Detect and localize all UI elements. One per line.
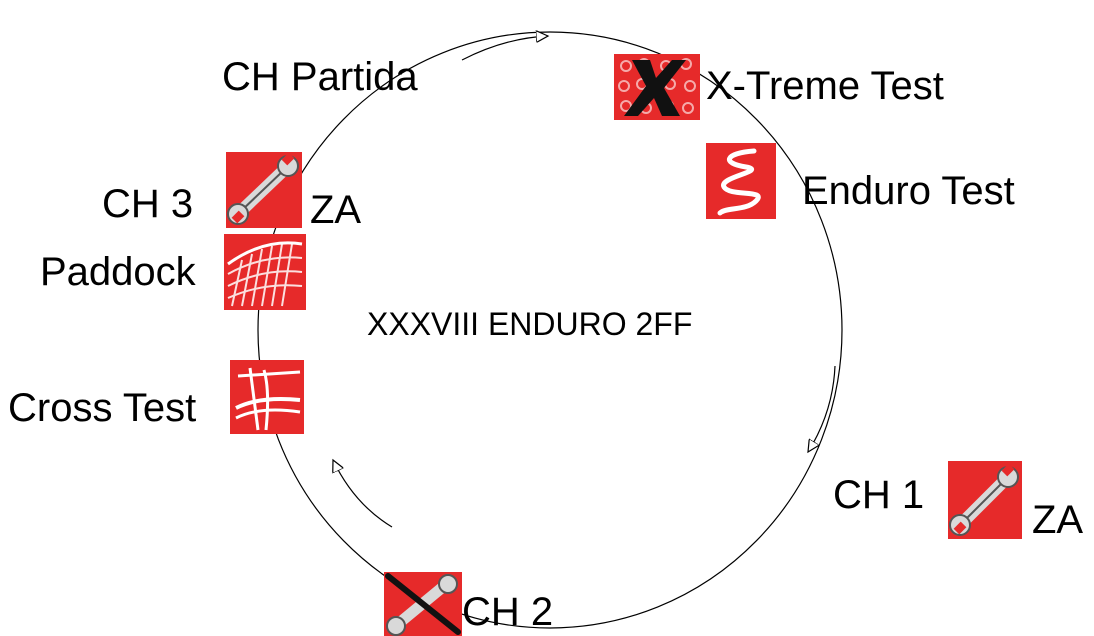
direction-arrow-right: [808, 365, 836, 452]
direction-arrow-top: [461, 36, 548, 61]
ch1-label: CH 1: [833, 473, 925, 517]
xtreme-test-label: X-Treme Test: [706, 64, 944, 108]
ch1-za-label: ZA: [1032, 498, 1084, 542]
ch3-za-label: ZA: [310, 188, 362, 232]
wrench-icon: [226, 152, 302, 228]
ch3-label: CH 3: [102, 182, 194, 226]
paddock-icon: [224, 234, 306, 310]
ch2-label: CH 2: [462, 590, 554, 634]
circuit-circle: [257, 31, 843, 629]
direction-arrow-left: [333, 460, 393, 528]
cross-test-label: Cross Test: [8, 386, 197, 430]
diagram-title: XXXVIII ENDURO 2FF: [367, 306, 693, 342]
cross-test-icon: [230, 360, 304, 434]
enduro-test-icon: [706, 143, 776, 219]
wrench-icon: [948, 461, 1022, 539]
ch-partida-label: CH Partida: [222, 55, 418, 99]
crossed-wrench-icon: [384, 572, 462, 636]
enduro-test-label: Enduro Test: [802, 169, 1015, 213]
x-treme-test-icon: [614, 54, 700, 120]
paddock-label: Paddock: [40, 250, 196, 294]
